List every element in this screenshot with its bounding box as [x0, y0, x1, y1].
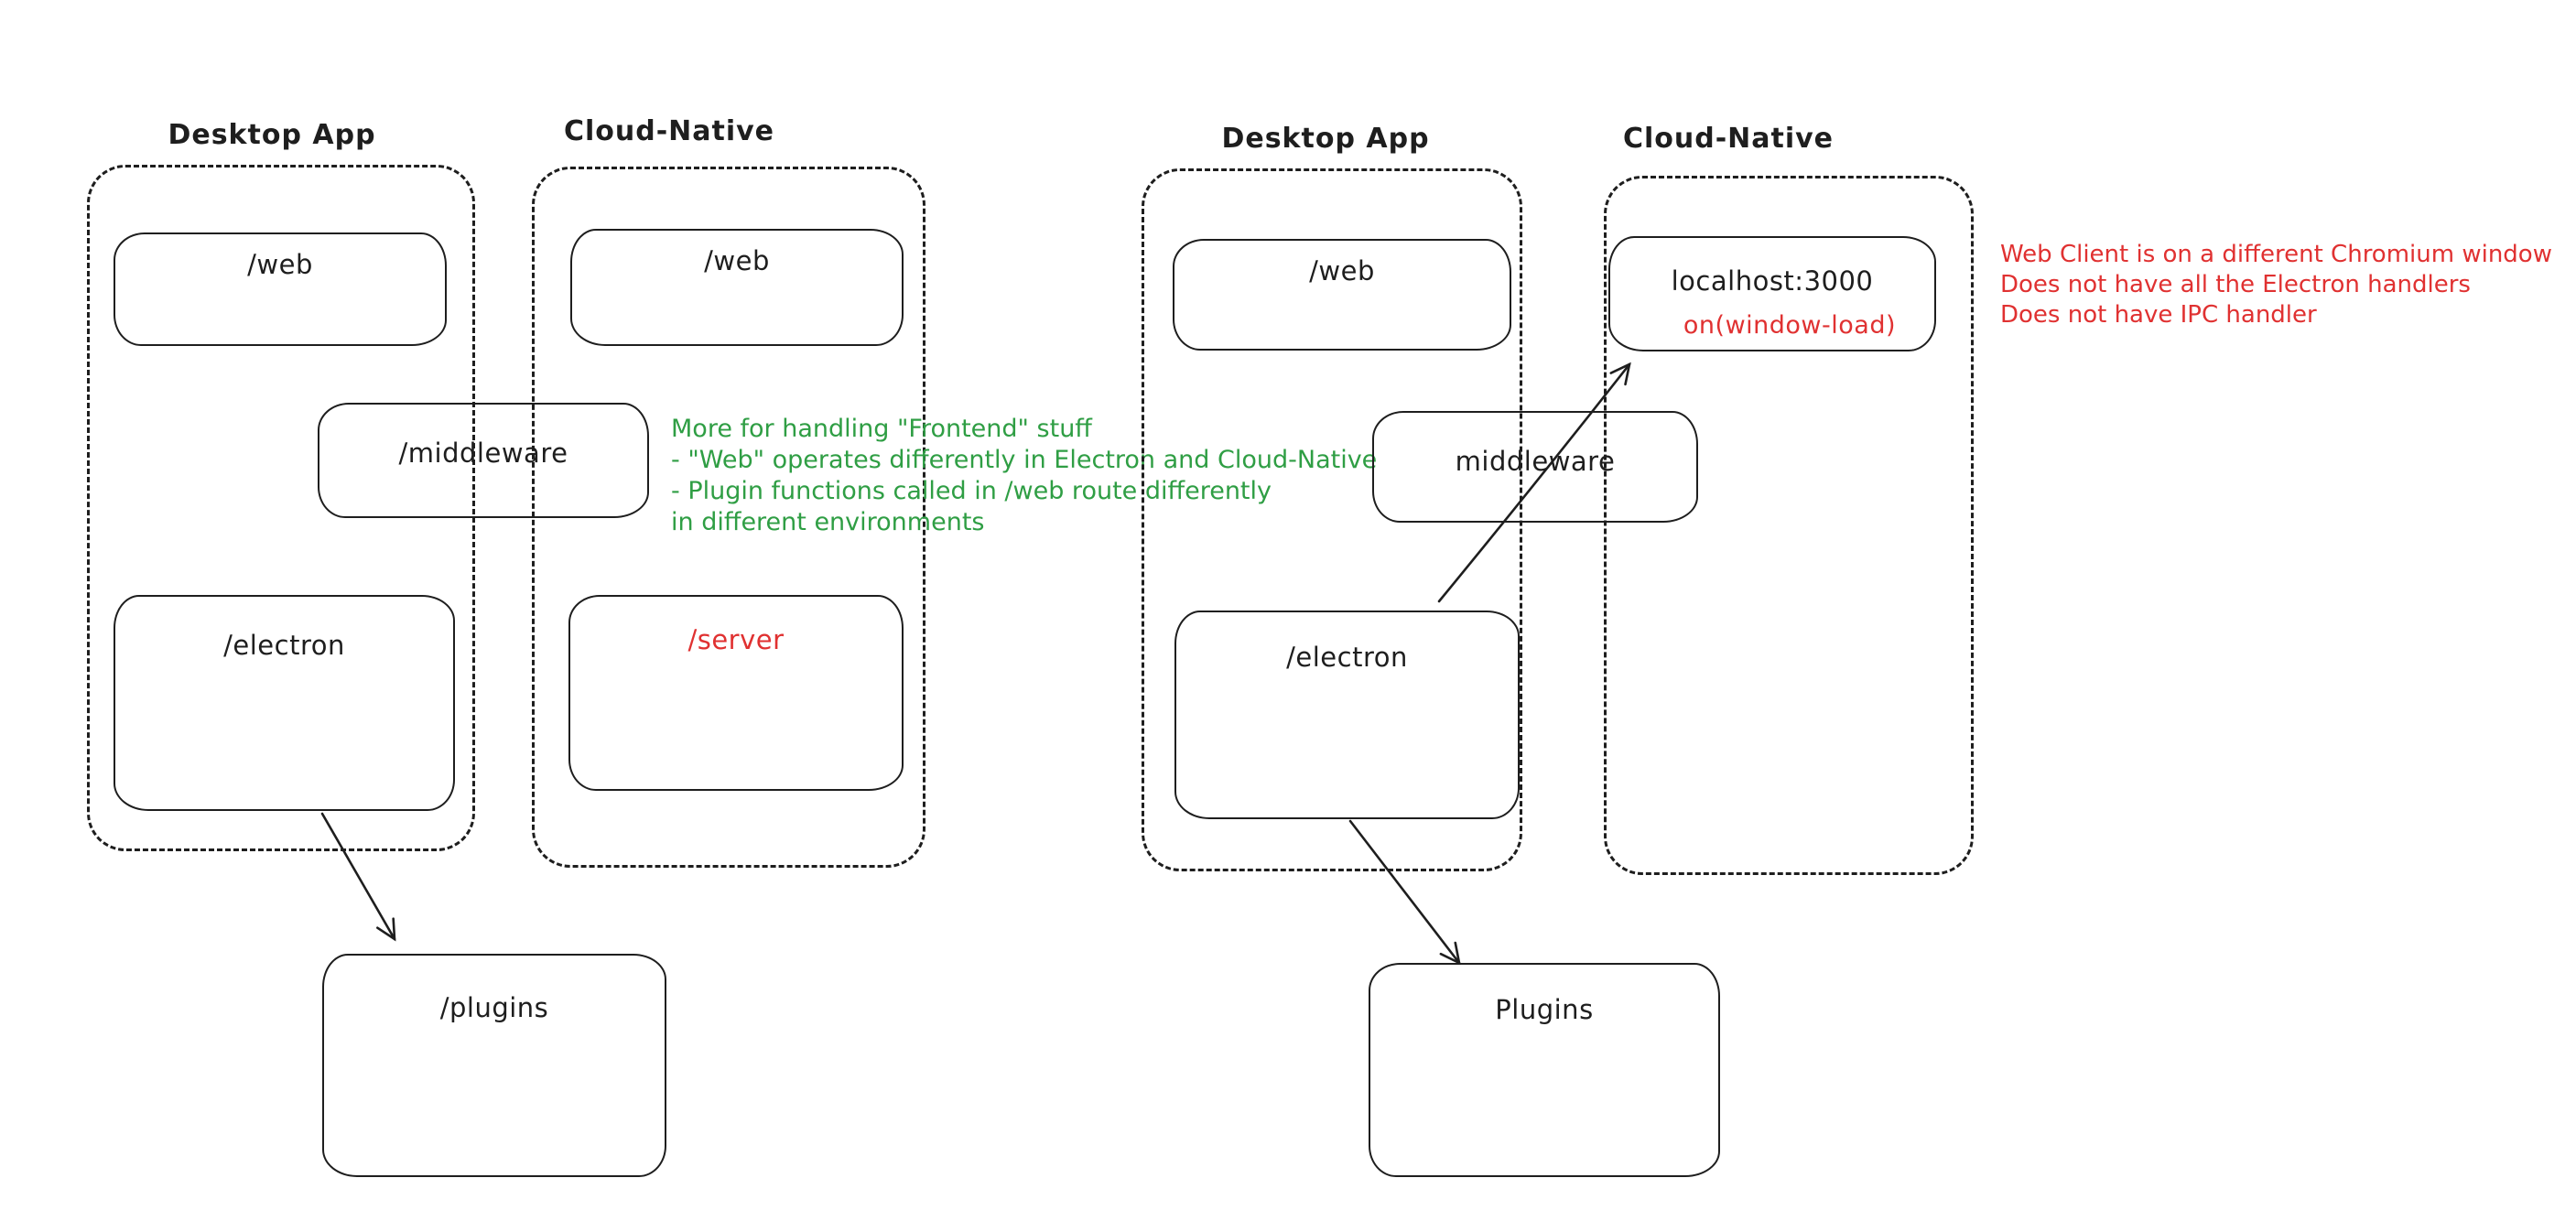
middleware-route-label: /middleware [398, 438, 568, 469]
left-middleware-box: /middleware [318, 403, 649, 518]
right-desktop-web-box: /web [1173, 239, 1511, 351]
right-localhost-box: localhost:3000 on(window-load) [1608, 236, 1936, 351]
right-plugins-box: Plugins [1369, 963, 1720, 1177]
right-electron-box: /electron [1174, 611, 1520, 819]
web-route-label: /web [1309, 255, 1375, 286]
web-route-label: /web [704, 245, 770, 276]
left-server-box: /server [568, 595, 904, 791]
note-line: in different environments [671, 508, 985, 536]
window-load-event-label: on(window-load) [1683, 310, 1896, 340]
left-cloud-native-title: Cloud-Native [563, 115, 775, 147]
note-line: - "Web" operates differently in Electron… [671, 446, 1378, 474]
plugins-label: Plugins [1495, 994, 1594, 1025]
middleware-label: middleware [1455, 446, 1616, 477]
frontend-note: More for handling "Frontend" stuff - "We… [671, 414, 1377, 538]
left-plugins-box: /plugins [322, 954, 666, 1177]
electron-route-label: /electron [223, 630, 345, 661]
web-client-note: Web Client is on a different Chromium wi… [2000, 240, 2552, 330]
note-line: Web Client is on a different Chromium wi… [2000, 241, 2552, 268]
left-electron-box: /electron [114, 595, 455, 811]
note-line: More for handling "Frontend" stuff [671, 415, 1092, 443]
server-route-label: /server [687, 624, 785, 655]
right-cloud-native-title: Cloud-Native [1622, 123, 1835, 155]
electron-route-label: /electron [1286, 642, 1408, 673]
note-line: Does not have IPC handler [2000, 301, 2317, 329]
right-desktop-app-title: Desktop App [1221, 123, 1430, 155]
note-line: - Plugin functions called in /web route … [671, 477, 1272, 505]
web-route-label: /web [247, 249, 313, 280]
localhost-label: localhost:3000 [1671, 265, 1874, 297]
left-desktop-app-title: Desktop App [168, 119, 376, 151]
note-line: Does not have all the Electron handlers [2000, 271, 2471, 298]
right-middleware-box: middleware [1372, 411, 1698, 523]
left-desktop-app-container [87, 165, 475, 851]
left-cloud-web-box: /web [570, 229, 904, 346]
plugins-route-label: /plugins [439, 992, 549, 1023]
left-desktop-web-box: /web [114, 232, 447, 346]
